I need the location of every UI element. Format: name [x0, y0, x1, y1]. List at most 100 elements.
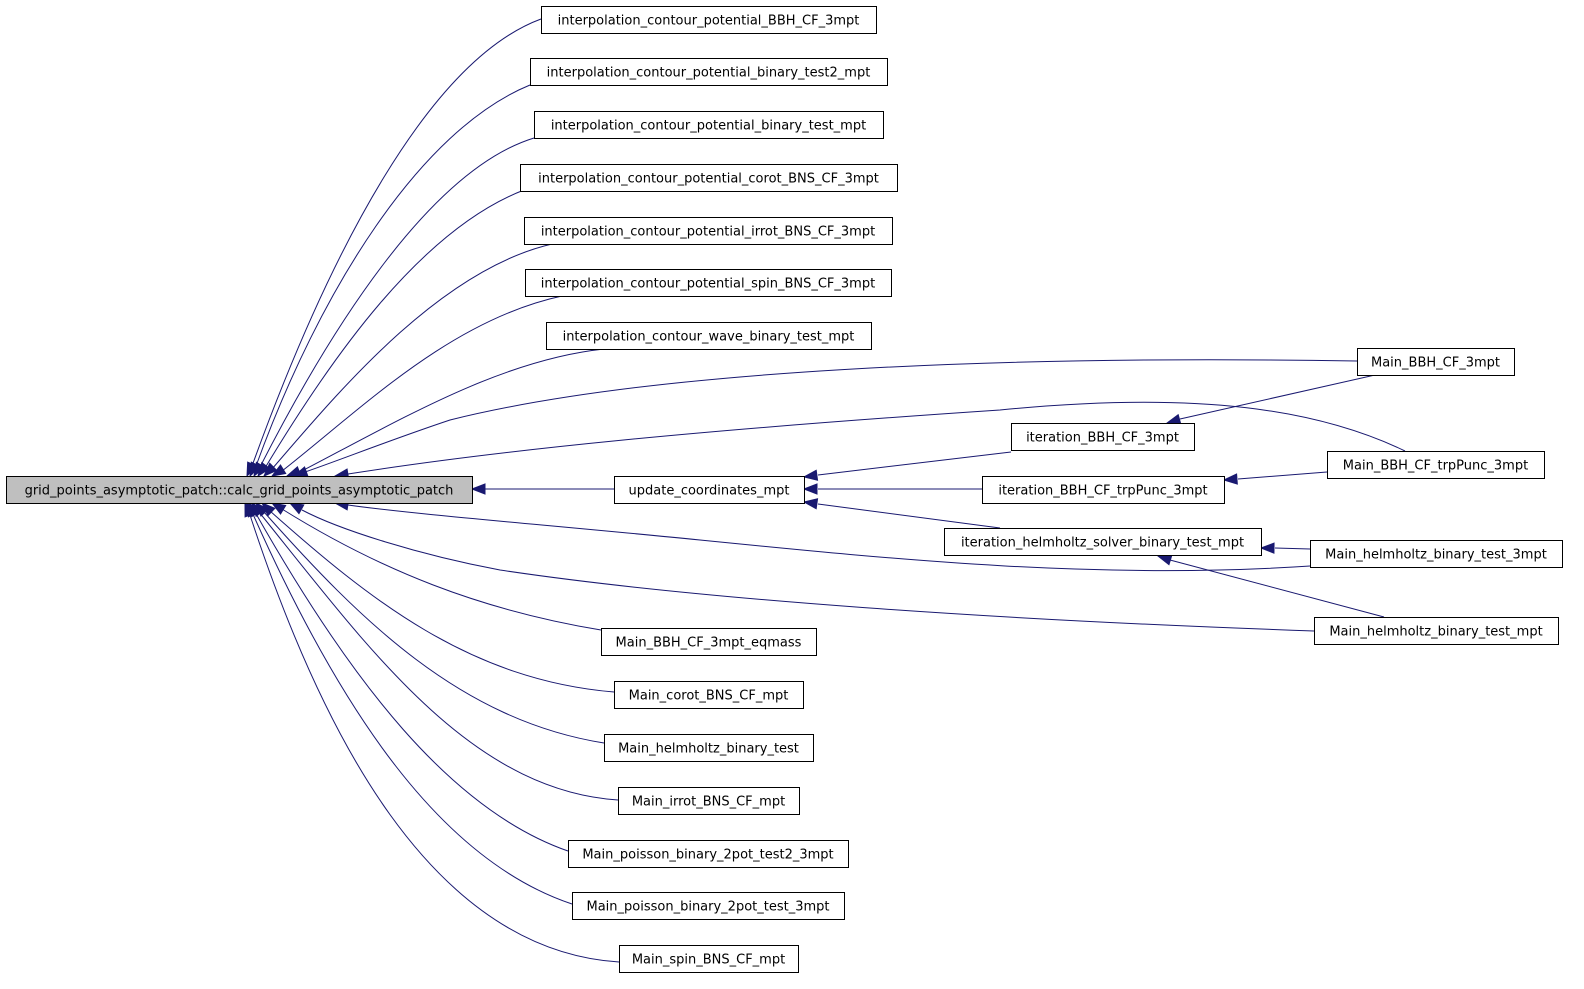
arrowhead-icon: [270, 502, 287, 515]
arrowhead-icon: [802, 498, 819, 510]
node-iter-bbh[interactable]: iteration_BBH_CF_3mpt: [1011, 423, 1195, 451]
edge-line: [269, 510, 615, 693]
arrowhead-icon: [1222, 473, 1238, 485]
node-main-irrot[interactable]: Main_irrot_BNS_CF_mpt: [618, 787, 800, 815]
arrowhead-icon: [263, 462, 278, 477]
edge-line: [281, 295, 563, 472]
node-icp-bin2[interactable]: interpolation_contour_potential_binary_t…: [530, 58, 888, 86]
node-box: [619, 945, 799, 973]
node-box: [534, 111, 884, 139]
arrowhead-icon: [470, 483, 486, 495]
edge-line: [1179, 374, 1376, 420]
node-box: [618, 787, 800, 815]
edge-main_helm-to-root: [255, 501, 605, 744]
node-main-corot[interactable]: Main_corot_BNS_CF_mpt: [614, 681, 804, 709]
node-iter-trp[interactable]: iteration_BBH_CF_trpPunc_3mpt: [982, 476, 1225, 504]
arrowhead-icon: [1165, 413, 1182, 425]
node-iter-helm[interactable]: iteration_helmholtz_solver_binary_test_m…: [944, 528, 1262, 556]
node-main-pois[interactable]: Main_poisson_binary_2pot_test_3mpt: [572, 892, 845, 920]
edge-main_pois2-to-root: [248, 501, 569, 852]
edge-main_spin-to-root: [244, 501, 620, 963]
edge-line: [251, 18, 542, 467]
node-label: Main_helmholtz_binary_test_mpt: [1329, 625, 1542, 640]
node-box: [525, 269, 892, 297]
node-box: [1327, 451, 1545, 479]
edge-line: [251, 511, 573, 905]
arrowhead-icon: [288, 502, 305, 515]
edge-line: [347, 504, 1311, 572]
node-box: [1310, 540, 1563, 568]
edge-line: [264, 189, 525, 469]
node-main-bbh-eq[interactable]: Main_BBH_CF_3mpt_eqmass: [601, 628, 817, 656]
node-box: [1011, 423, 1195, 451]
edge-line: [263, 511, 605, 744]
node-label: Main_irrot_BNS_CF_mpt: [632, 795, 785, 810]
node-root[interactable]: grid_points_asymptotic_patch::calc_grid_…: [6, 476, 473, 504]
node-icp-corot[interactable]: interpolation_contour_potential_corot_BN…: [520, 164, 898, 192]
node-box: [572, 892, 845, 920]
node-label: update_coordinates_mpt: [629, 484, 790, 499]
node-box: [520, 164, 898, 192]
node-icw-bin[interactable]: interpolation_contour_wave_binary_test_m…: [546, 322, 872, 350]
node-label: iteration_BBH_CF_3mpt: [1026, 431, 1179, 446]
edge-main_bbh-to-iter_bbh: [1165, 374, 1376, 425]
edge-main_helmm-to-iter_helm: [1156, 554, 1385, 618]
edge-main_corot-to-root: [260, 502, 615, 693]
arrowhead-icon: [1156, 554, 1173, 566]
arrowhead-icon: [270, 464, 287, 477]
edge-icp_spin-to-root: [270, 295, 563, 477]
node-box: [524, 217, 893, 245]
node-label: interpolation_contour_potential_spin_BNS…: [541, 277, 875, 292]
node-main-trp[interactable]: Main_BBH_CF_trpPunc_3mpt: [1327, 451, 1545, 479]
node-label: Main_BBH_CF_3mpt_eqmass: [616, 636, 802, 651]
node-label: interpolation_contour_potential_irrot_BN…: [541, 225, 875, 240]
node-box: [541, 6, 877, 34]
edge-line: [817, 451, 1012, 476]
node-icp-bbh[interactable]: interpolation_contour_potential_BBH_CF_3…: [541, 6, 877, 34]
arrowhead-icon: [257, 461, 271, 478]
edge-line: [281, 508, 602, 631]
edge-main_helmm-to-root: [288, 502, 1315, 632]
node-main-pois2[interactable]: Main_poisson_binary_2pot_test2_3mpt: [568, 840, 849, 868]
node-icp-irrot[interactable]: interpolation_contour_potential_irrot_BN…: [524, 217, 893, 245]
edge-line: [248, 511, 620, 963]
node-box: [614, 681, 804, 709]
edge-line: [259, 137, 535, 468]
node-icp-spin[interactable]: interpolation_contour_potential_spin_BNS…: [525, 269, 892, 297]
node-main-spin[interactable]: Main_spin_BNS_CF_mpt: [619, 945, 799, 973]
edge-icw_bin-to-root: [285, 348, 605, 477]
node-label: Main_spin_BNS_CF_mpt: [632, 953, 785, 968]
edge-line: [271, 243, 553, 470]
edge-main_irrot-to-root: [251, 501, 619, 801]
edge-line: [1169, 559, 1385, 618]
edge-main_helm3-to-iter_helm: [1259, 542, 1311, 554]
node-label: iteration_helmholtz_solver_binary_test_m…: [961, 536, 1244, 551]
node-update[interactable]: update_coordinates_mpt: [614, 476, 805, 504]
node-box: [982, 476, 1225, 504]
edge-main_trp-to-iter_trp: [1222, 471, 1328, 485]
node-icp-bin[interactable]: interpolation_contour_potential_binary_t…: [534, 111, 884, 139]
node-main-bbh[interactable]: Main_BBH_CF_3mpt: [1357, 348, 1515, 376]
node-main-helm[interactable]: Main_helmholtz_binary_test: [604, 734, 814, 762]
edge-update-to-root: [470, 483, 614, 495]
node-main-helm3[interactable]: Main_helmholtz_binary_test_3mpt: [1310, 540, 1563, 568]
edge-line: [1274, 547, 1311, 550]
node-label: interpolation_contour_potential_binary_t…: [551, 119, 866, 134]
edge-line: [255, 84, 531, 467]
node-box: [1357, 348, 1515, 376]
arrowhead-icon: [244, 501, 256, 518]
node-label: interpolation_contour_potential_BBH_CF_3…: [558, 14, 860, 29]
node-label: Main_corot_BNS_CF_mpt: [629, 689, 789, 704]
edge-iter_helm-to-update: [802, 498, 1001, 529]
node-box: [568, 840, 849, 868]
node-box: [530, 58, 888, 86]
edge-line: [817, 503, 1001, 529]
edge-iter_bbh-to-update: [802, 451, 1012, 481]
edge-icp_bbh-to-root: [246, 18, 542, 478]
node-main-helmm[interactable]: Main_helmholtz_binary_test_mpt: [1314, 617, 1559, 645]
arrowhead-icon: [802, 483, 818, 495]
edge-main_pois-to-root: [246, 501, 573, 905]
arrowhead-icon: [1259, 542, 1275, 554]
edge-main_trp-to-root: [333, 401, 1406, 480]
